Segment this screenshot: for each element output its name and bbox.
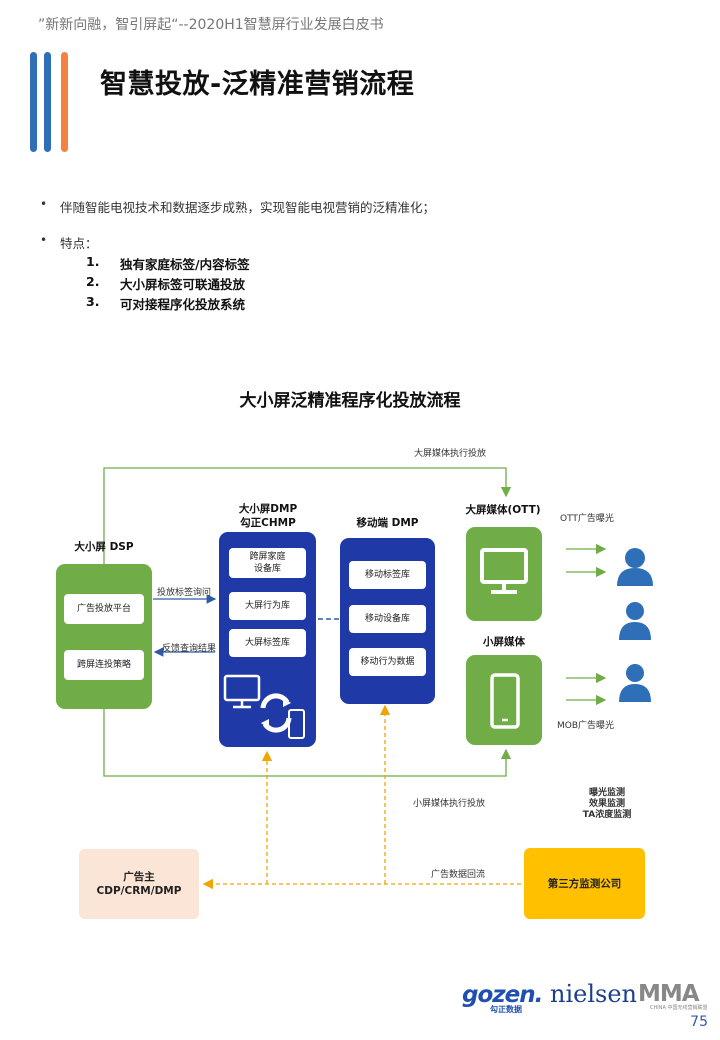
label-feedback: 反馈查询结果 [162,644,217,654]
bullet-dot: • [40,233,48,247]
ott-title: 大屏媒体(OTT) [465,504,541,516]
advertiser-box: 广告主 CDP/CRM/DMP [79,849,199,919]
advertiser-line2: CDP/CRM/DMP [96,885,182,897]
label-monitor-effect: 效果监测 [588,799,625,809]
label-monitor-exposure: 曝光监测 [588,788,625,798]
label-mob-exposure: MOB广告曝光 [557,721,615,731]
label-monitor-ta: TA浓度监测 [582,810,632,820]
label-ott-exposure: OTT广告曝光 [560,514,614,524]
dmp-title-line1: 大小屏DMP [238,503,298,515]
dsp-item-cross-screen: 跨屏连投策略 [64,650,144,680]
dmp-title-line2: 勾正CHMP [240,517,296,529]
person-icon [619,602,651,640]
page-number: 75 [690,1014,708,1030]
ott-box [466,527,542,621]
intro-text: 伴随智能电视技术和数据逐步成熟，实现智能电视营销的泛精准化； [60,200,436,215]
label-data-return: 广告数据回流 [431,870,486,880]
data-return-path [202,704,521,890]
feature-item: 独有家庭标签/内容标签 [120,257,250,272]
mobile-dmp-box: 移动标签库 移动设备库 移动行为数据 [340,538,435,704]
diagram-title: 大小屏泛精准程序化投放流程 [239,391,461,411]
dsp-item-ad-platform: 广告投放平台 [64,594,144,624]
header-text: ”新新向融，智引屏起“--2020H1智慧屏行业发展白皮书 [38,17,384,33]
dmp-item-tags: 大屏标签库 [229,629,306,657]
small-media-box [466,655,542,745]
feature-item: 大小屏标签可联通投放 [120,277,246,292]
mobile-dmp-item-tags: 移动标签库 [349,561,426,589]
third-party-box: 第三方监测公司 [524,848,645,919]
person-icon [619,664,651,702]
features-label: 特点： [60,236,98,251]
feature-number: 2. [86,274,100,289]
gozen-logo: gozen. [462,982,543,1008]
mma-logo-sub: CHINA 中国无线营销联盟 [650,1005,708,1011]
ott-exposure-arrows [566,543,607,578]
dmp-item-household-devices: 跨屏家庭 设备库 [229,548,306,578]
mob-exposure-arrows [566,672,607,706]
feature-number: 1. [86,254,100,269]
phone-icon [490,673,520,729]
mma-logo: MMA [638,981,700,1007]
label-query: 投放标签询问 [157,588,212,598]
gozen-logo-sub: 勾正数据 [490,1005,522,1014]
nielsen-logo: nielsen [550,980,637,1008]
small-exec-path [103,708,512,777]
mobile-dmp-item-behavior: 移动行为数据 [349,648,426,676]
big-exec-path [103,467,512,566]
devices-sync-icon [223,674,305,739]
tv-icon [480,548,528,594]
mobile-dmp-item-devices: 移动设备库 [349,605,426,633]
mobile-dmp-title: 移动端 DMP [356,517,419,529]
dmp-item-behavior: 大屏行为库 [229,592,306,620]
dsp-title: 大小屏 DSP [74,541,134,553]
person-icon [617,548,653,586]
feature-item: 可对接程序化投放系统 [120,297,246,312]
dsp-box: 广告投放平台 跨屏连投策略 [56,564,152,709]
feature-number: 3. [86,294,100,309]
label-small-exec: 小屏媒体执行投放 [413,799,486,809]
label-big-exec: 大屏媒体执行投放 [414,449,487,459]
advertiser-line1: 广告主 [123,871,155,883]
small-media-title: 小屏媒体 [483,636,525,648]
page-title: 智慧投放-泛精准营销流程 [100,69,415,100]
dmp-box: 跨屏家庭 设备库 大屏行为库 大屏标签库 [219,532,316,747]
bullet-dot: • [40,197,48,211]
